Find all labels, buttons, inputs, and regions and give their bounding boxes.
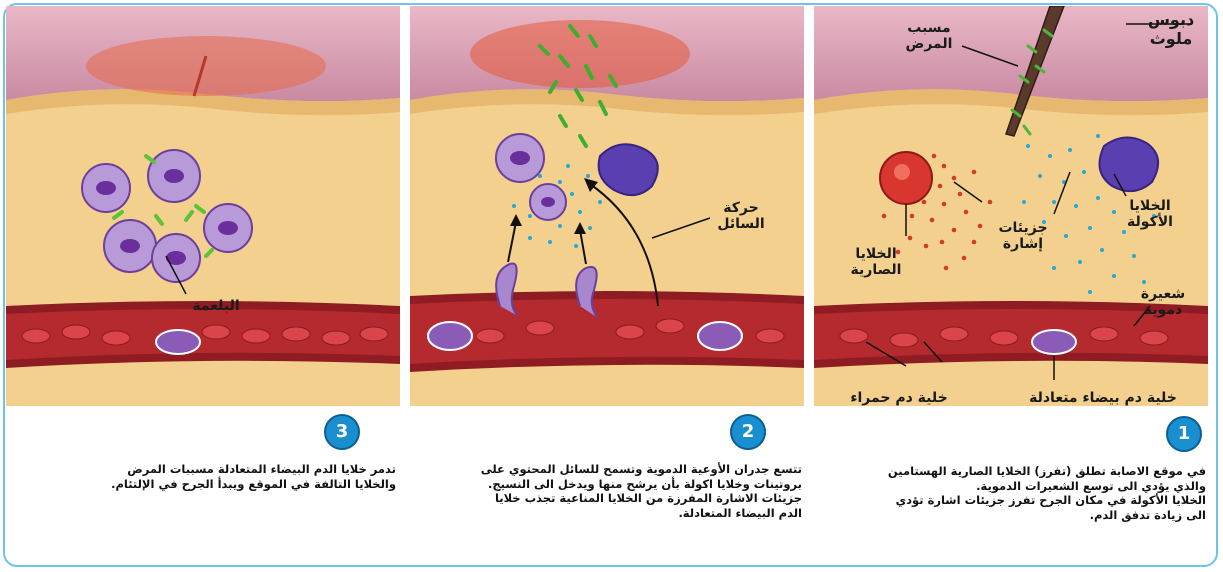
caption-3-line: تدمر خلايا الدم البيضاء المتعادلة مسببات… bbox=[12, 462, 396, 477]
label-signal-molecules: جزيئات إشارة bbox=[990, 220, 1056, 252]
caption-1-line: الخلايا الأكولة في مكان الجرح تفرز جزيئا… bbox=[816, 493, 1206, 508]
panel-3: البلعمة 3 تدمر خلايا الدم البيضاء المتعا… bbox=[6, 6, 400, 564]
label-fluid-movement-text: حركة السائل bbox=[717, 200, 764, 232]
label-pathogen: مسبب المرض bbox=[894, 20, 964, 52]
caption-1-line: الى زيادة تدفق الدم. bbox=[816, 508, 1206, 523]
panel-3-illustration bbox=[6, 6, 400, 406]
label-macrophages: الخلايا الأكولة bbox=[1114, 198, 1186, 230]
label-contaminated-pin: دبوس ملوث bbox=[1136, 10, 1206, 48]
caption-2: تتسع جدران الأوعية الدموية وتسمح للسائل … bbox=[414, 462, 802, 520]
panel-2: حركة السائل 2 تتسع جدران الأوعية الدموية… bbox=[410, 6, 804, 564]
caption-1-line: والذي يؤدي الى توسع الشعيرات الدموية. bbox=[816, 479, 1206, 494]
caption-2-line: جزيئات الاشارة المفرزة من الخلايا المناع… bbox=[414, 491, 802, 506]
label-red-blood-cell: خلية دم حمراء bbox=[824, 390, 974, 406]
caption-2-line: بروتينات وخلايا اكولة بأن يرشح منها ويدخ… bbox=[414, 477, 802, 492]
step-badge-3: 3 bbox=[324, 414, 360, 450]
caption-3: تدمر خلايا الدم البيضاء المتعادلة مسببات… bbox=[12, 462, 396, 491]
panel-1: دبوس ملوث مسبب المرض الخلايا الأكولة جزي… bbox=[814, 6, 1208, 564]
label-fluid-movement: حركة السائل bbox=[706, 200, 776, 232]
caption-1: في موقع الاصابة تطلق (تفرز) الخلايا الصا… bbox=[816, 464, 1206, 522]
step-badge-1: 1 bbox=[1166, 416, 1202, 452]
step-badge-2: 2 bbox=[730, 414, 766, 450]
label-neutrophil: خلية دم بيضاء متعادلة bbox=[1000, 390, 1206, 406]
caption-3-line: والخلايا التالفة في الموقع ويبدأ الجرح ف… bbox=[12, 477, 396, 492]
label-capillary: شعيرة دموية bbox=[1128, 286, 1198, 318]
label-phagocytosis: البلعمة bbox=[176, 298, 256, 314]
caption-1-line: في موقع الاصابة تطلق (تفرز) الخلايا الصا… bbox=[816, 464, 1206, 479]
label-mast-cells: الخلايا الصارية bbox=[840, 246, 912, 278]
caption-2-line: تتسع جدران الأوعية الدموية وتسمح للسائل … bbox=[414, 462, 802, 477]
caption-2-line: الدم البيضاء المتعادلة. bbox=[414, 506, 802, 521]
